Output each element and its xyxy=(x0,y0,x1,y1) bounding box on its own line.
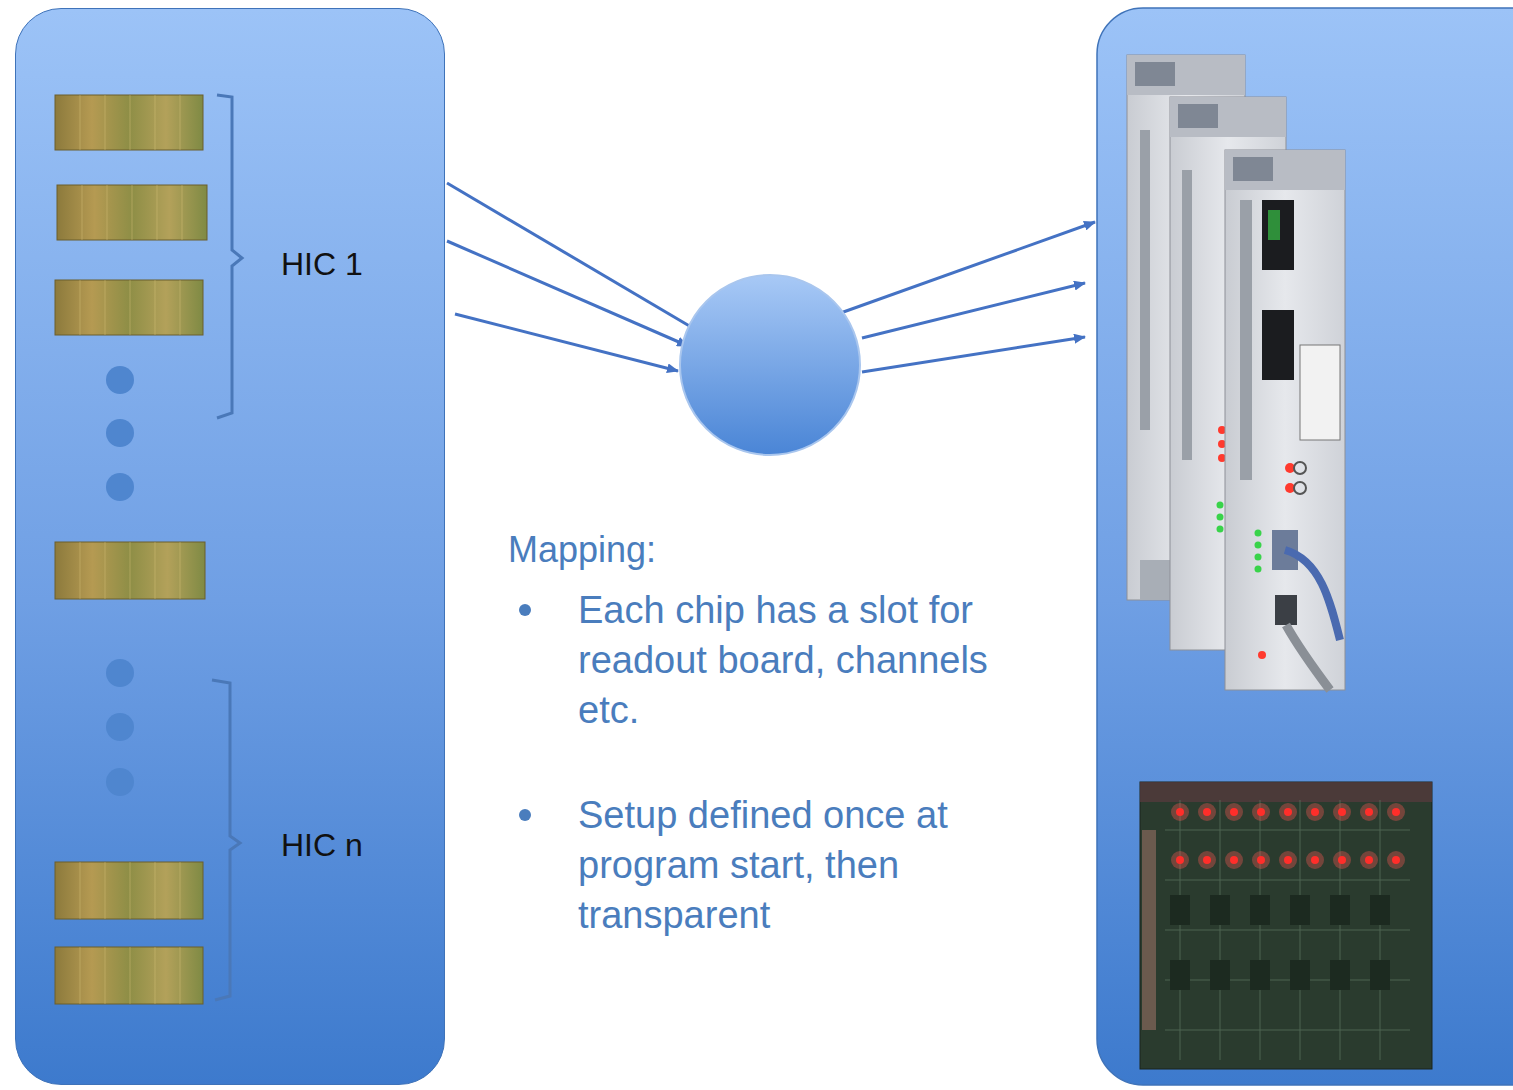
bullet-dot xyxy=(519,809,531,821)
chip-images xyxy=(55,95,207,1004)
note-heading: Mapping: xyxy=(508,525,656,575)
group-label: HIC 1 xyxy=(281,245,363,283)
bullet-text: Setup defined once at program start, the… xyxy=(578,790,1003,940)
bullet-text: Each chip has a slot for readout board, … xyxy=(578,585,1003,735)
group-label: HIC n xyxy=(281,826,363,864)
mapping-circle xyxy=(680,275,860,455)
readout-boards xyxy=(1127,55,1345,690)
group-brackets xyxy=(212,95,242,1000)
pcb-photo xyxy=(1140,782,1432,1069)
ellipsis-dots xyxy=(106,366,134,796)
bullet-dot xyxy=(519,604,531,616)
hardware-panel xyxy=(1097,8,1513,1085)
